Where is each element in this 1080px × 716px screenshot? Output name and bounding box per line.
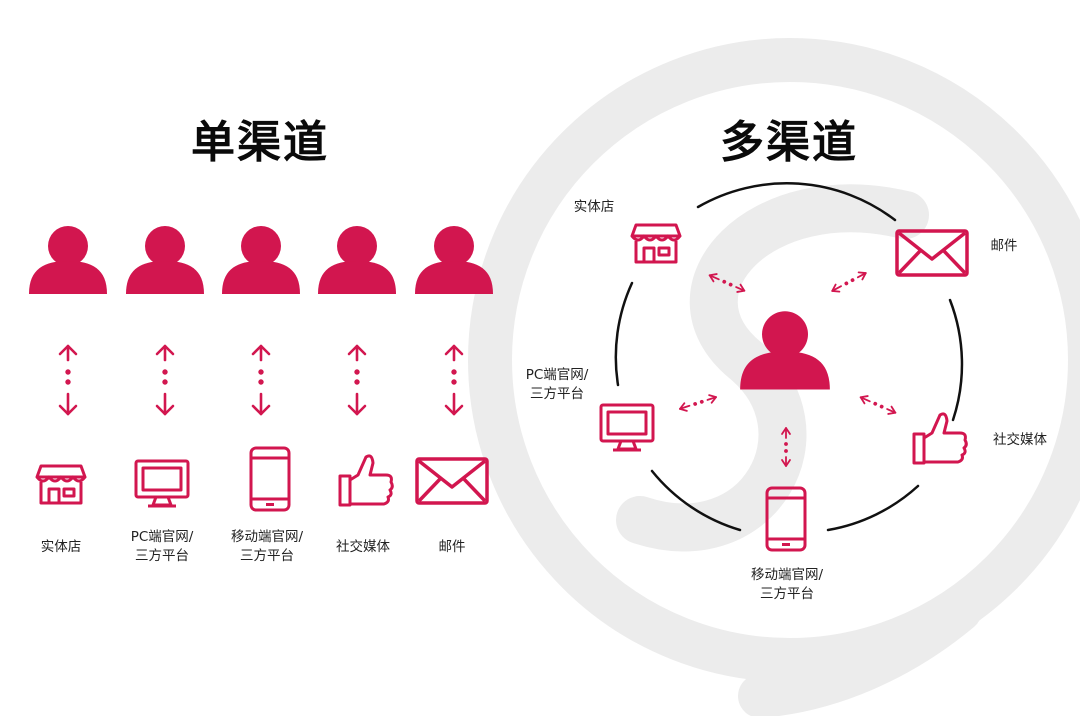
monitor-icon bbox=[134, 459, 190, 508]
single-user-icon-1 bbox=[29, 226, 107, 294]
single-label-mobile: 移动端官网/ 三方平台 bbox=[230, 529, 304, 564]
multi-arrow-social bbox=[858, 392, 898, 418]
single-arrow-5 bbox=[444, 344, 464, 416]
multi-label-pc: PC端官网/ 三方平台 bbox=[525, 367, 589, 402]
single-arrow-2 bbox=[155, 344, 175, 416]
watermark-tail bbox=[738, 588, 982, 716]
multi-label-mail: 邮件 bbox=[990, 238, 1018, 254]
store-icon bbox=[35, 464, 87, 505]
multi-label-store: 实体店 bbox=[573, 199, 615, 215]
multi-thumbs-up-icon bbox=[912, 412, 968, 465]
single-label-store: 实体店 bbox=[40, 539, 82, 555]
single-arrow-4 bbox=[347, 344, 367, 416]
single-label-social: 社交媒体 bbox=[336, 539, 390, 555]
single-user-icon-2 bbox=[126, 226, 204, 294]
multi-monitor-icon bbox=[599, 403, 655, 452]
multi-arrow-pc bbox=[677, 392, 719, 414]
multi-mobile-icon bbox=[765, 486, 807, 552]
single-label-mail: 邮件 bbox=[438, 539, 466, 555]
single-user-icon-5 bbox=[415, 226, 493, 294]
thumbs-up-icon bbox=[338, 454, 394, 507]
multi-arrow-mail bbox=[829, 268, 869, 296]
envelope-icon bbox=[415, 457, 489, 505]
single-arrow-1 bbox=[58, 344, 78, 416]
single-user-icon-3 bbox=[222, 226, 300, 294]
mobile-icon bbox=[249, 446, 291, 512]
single-arrow-3 bbox=[251, 344, 271, 416]
multi-store-icon bbox=[630, 223, 682, 264]
multi-channel-title: 多渠道 bbox=[720, 117, 858, 168]
single-label-pc: PC端官网/ 三方平台 bbox=[130, 529, 194, 564]
watermark-s-curve bbox=[616, 184, 929, 552]
multi-label-social: 社交媒体 bbox=[993, 432, 1047, 448]
center-user-icon bbox=[740, 311, 830, 390]
single-channel-title: 单渠道 bbox=[191, 117, 329, 168]
multi-envelope-icon bbox=[895, 229, 969, 277]
single-user-icon-4 bbox=[318, 226, 396, 294]
multi-arrow-mobile bbox=[781, 427, 791, 467]
multi-channel-ring bbox=[614, 182, 964, 532]
multi-label-mobile: 移动端官网/ 三方平台 bbox=[750, 567, 824, 602]
watermark-ring bbox=[468, 38, 1080, 682]
multi-arrow-store bbox=[707, 270, 747, 296]
